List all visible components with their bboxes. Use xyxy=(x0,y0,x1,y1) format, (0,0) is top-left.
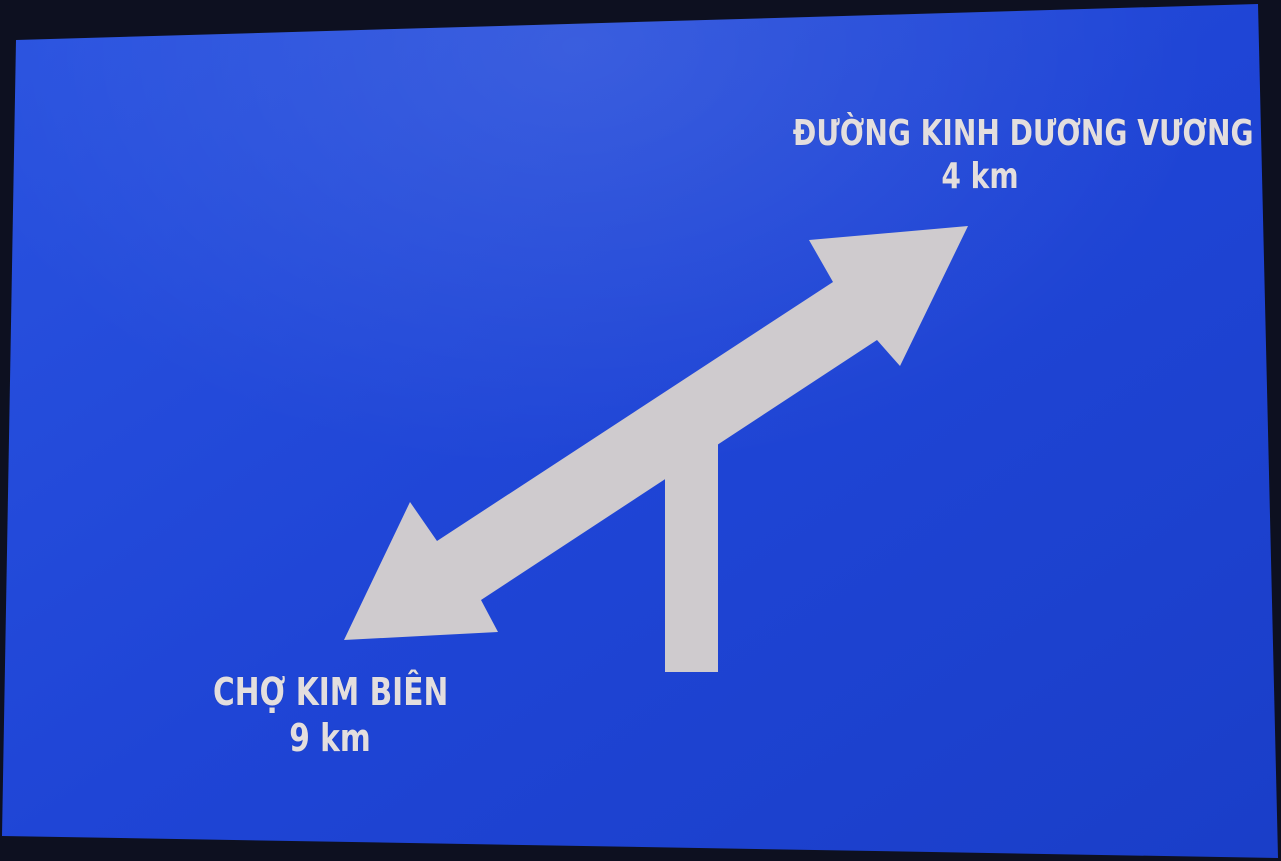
destination-distance: 4 km xyxy=(941,156,1019,198)
destination-lower-left: CHỢ KIM BIÊN 9 km xyxy=(213,670,449,761)
destination-name: CHỢ KIM BIÊN xyxy=(213,670,449,714)
destination-name: ĐƯỜNG KINH DƯƠNG VƯƠNG xyxy=(792,113,1254,154)
side-road-stem-icon xyxy=(665,438,718,672)
destination-upper-right: ĐƯỜNG KINH DƯƠNG VƯƠNG 4 km xyxy=(792,112,1254,198)
two-way-diagonal-arrow-icon xyxy=(344,226,968,640)
destination-distance: 9 km xyxy=(289,715,371,760)
